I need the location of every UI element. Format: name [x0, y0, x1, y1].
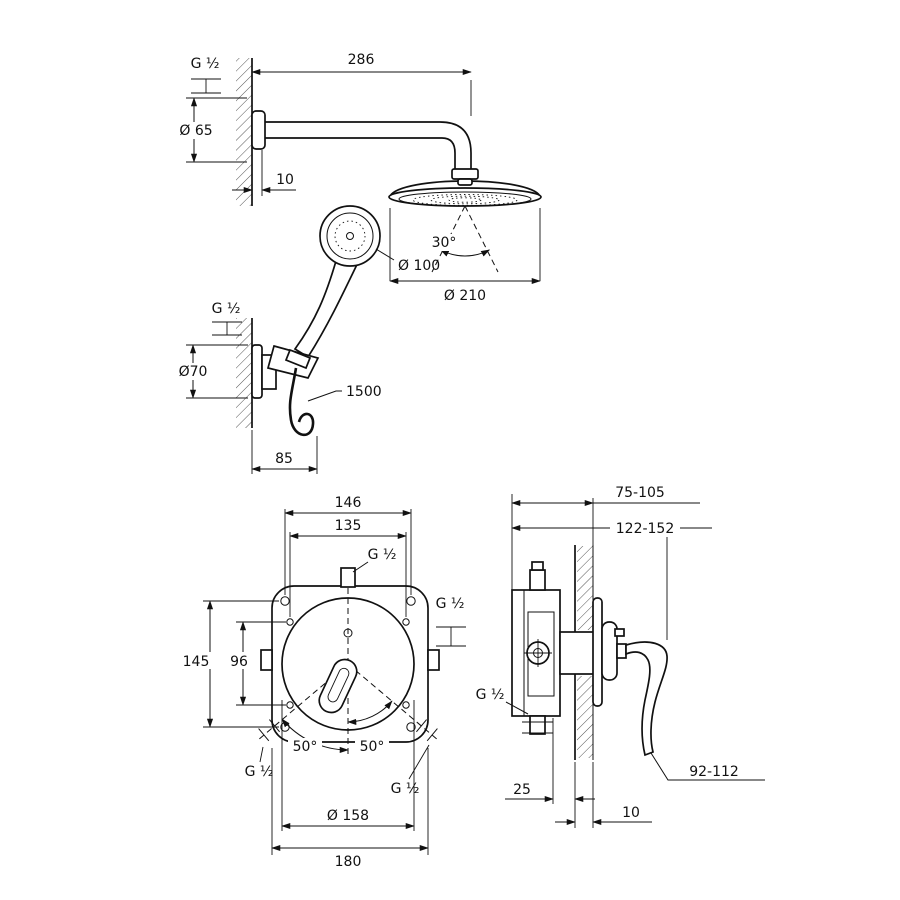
mixer-front-view: 146 135 G ½ G ½ 145 96 50° 50° — [177, 495, 466, 870]
spray-cone-left — [431, 205, 466, 273]
dim-depth-body: 25 — [513, 782, 531, 798]
dim-spacing-135: 135 — [335, 518, 362, 534]
valve-neck — [559, 631, 595, 675]
dim-thread-bottom-left: G ½ — [245, 764, 274, 780]
left-port — [260, 649, 273, 671]
dim-spacing-145: 145 — [183, 654, 210, 670]
dim-head-dia: Ø 210 — [444, 288, 486, 304]
right-port — [427, 649, 440, 671]
dim-thread-right: G ½ — [436, 596, 465, 612]
arm-wall-flange — [251, 110, 266, 150]
dim-holder-thread: G ½ — [212, 301, 241, 317]
dim-lever-range: 92-112 — [689, 764, 739, 780]
dim-plate-width: 180 — [335, 854, 362, 870]
mixer-lever-side — [625, 641, 668, 757]
dim-arm-length: 286 — [348, 52, 375, 68]
dim-holder-reach: 85 — [275, 451, 293, 467]
dim-tile-thickness: 10 — [622, 805, 640, 821]
dim-wall-offset: 10 — [276, 172, 294, 188]
dim-angle-right: 50° — [360, 739, 385, 755]
dim-thread-top: G ½ — [368, 547, 397, 563]
spray-face-ring — [412, 194, 518, 206]
dim-flange-dia: Ø 65 — [179, 123, 212, 139]
hand-spray-face — [334, 220, 366, 252]
spray-angle-arc — [439, 249, 491, 257]
dim-rosette-dia: Ø 158 — [327, 808, 369, 824]
corner-screw-holes — [280, 596, 416, 732]
top-port — [340, 567, 356, 588]
lever-stem — [616, 643, 627, 659]
dim-side-thread: G ½ — [476, 687, 505, 703]
hose-nut — [284, 348, 312, 370]
spray-cone-right — [464, 205, 499, 273]
angle-arc-right — [347, 700, 393, 725]
hand-shower-view: Ø 100 G ½ Ø70 1500 85 — [173, 205, 440, 474]
shower-hose — [288, 367, 315, 437]
dim-holder-dia: Ø70 — [179, 364, 208, 380]
mixer-side-view: 75-105 122-152 G ½ 92-112 25 10 — [476, 485, 765, 828]
hand-shower-head — [319, 205, 381, 267]
dim-spacing-146: 146 — [335, 495, 362, 511]
dim-angle-left: 50° — [293, 739, 318, 755]
dim-spacing-96: 96 — [230, 654, 248, 670]
shower-arm-outer — [265, 121, 472, 170]
bottom-supply-port — [529, 715, 546, 735]
arm-head-nut — [451, 168, 479, 180]
holder-wall-flange — [251, 344, 263, 399]
shower-arm-inner — [265, 137, 456, 170]
wall-hatching — [236, 58, 252, 206]
head-ball-joint — [457, 178, 473, 186]
dim-hose-length: 1500 — [346, 384, 382, 400]
top-supply-port — [529, 569, 546, 591]
wall-hatching — [236, 318, 252, 428]
trim-plate — [592, 597, 603, 707]
dim-head-thread: G ½ — [191, 56, 220, 72]
dim-spray-angle: 30° — [432, 235, 457, 251]
wall-hatching — [577, 546, 593, 630]
diverter-knob — [614, 628, 625, 637]
bottom-thread-ticks — [258, 719, 438, 742]
dim-thread-bottom-right: G ½ — [391, 781, 420, 797]
dim-hand-dia: Ø 100 — [398, 258, 440, 274]
leader-92-112 — [650, 752, 765, 781]
head-shower-view: 30° 286 G ½ Ø 65 10 Ø 210 — [176, 52, 542, 304]
dim-depth-total: 122-152 — [616, 521, 675, 537]
dim-depth-range: 75-105 — [615, 485, 665, 501]
plate-screw — [343, 628, 353, 638]
